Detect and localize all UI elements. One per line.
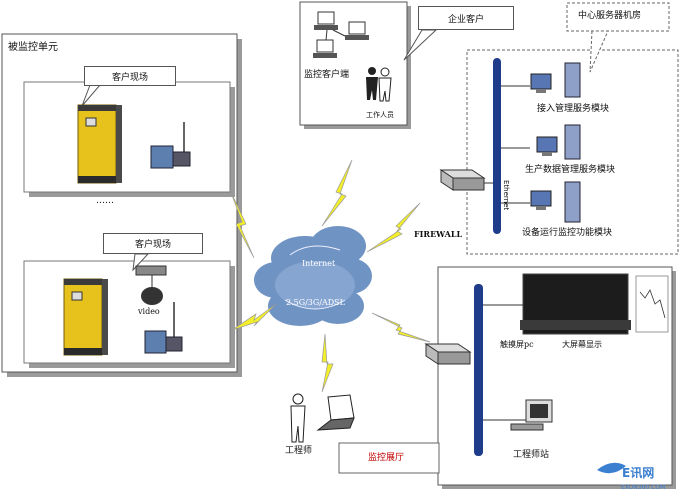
ethernet-bus-top bbox=[493, 58, 501, 234]
ups-cabinet-bottom-icon bbox=[63, 278, 108, 356]
data-center-callout-tail bbox=[589, 30, 609, 73]
server-module-1-icon bbox=[530, 62, 581, 98]
module-label-1: 接入管理服务模块 bbox=[537, 104, 610, 114]
control-hall-callout: 监控展厅 bbox=[368, 453, 405, 463]
cloud-label-internet: Internet bbox=[302, 259, 336, 268]
watermark-subtext: EXUN360.COM bbox=[621, 484, 666, 491]
ups-cabinet-top-icon bbox=[77, 104, 122, 184]
engineer-station-label: 工程师站 bbox=[513, 450, 550, 460]
cloud-label-access: 2.5G/3G/ADSL bbox=[286, 298, 345, 307]
firewall-router-icon bbox=[439, 169, 486, 191]
lightning-bolt-2 bbox=[231, 303, 277, 331]
enterprise-callout: 企业客户 bbox=[418, 6, 514, 30]
staff-people-icon bbox=[366, 67, 392, 102]
touch-pc-label: 触摸屏pc bbox=[500, 340, 534, 349]
site-bottom-frame bbox=[23, 260, 231, 364]
laptop-icon bbox=[316, 394, 355, 431]
engineer-label: 工程师 bbox=[285, 446, 313, 456]
camera-icon bbox=[135, 265, 167, 305]
watermark-text: E讯网 bbox=[622, 466, 655, 480]
site-top-callout: 客户现场 bbox=[84, 66, 176, 86]
server-module-2-icon bbox=[536, 124, 581, 160]
ethernet-label: Ethernet bbox=[502, 180, 510, 210]
engineer-station-icon bbox=[510, 399, 553, 431]
data-center-callout-label: 中心服务器机房 bbox=[578, 11, 642, 21]
client-computers-icon bbox=[313, 11, 369, 58]
firewall-label: FIREWALL bbox=[414, 229, 463, 239]
data-center-callout-box bbox=[566, 2, 670, 32]
engineer-person-icon bbox=[290, 393, 306, 443]
hall-router-icon bbox=[424, 343, 472, 365]
site-top-frame bbox=[23, 81, 231, 193]
monitored-unit-title: 被监控单元 bbox=[8, 42, 58, 53]
lightning-bolt-3 bbox=[321, 159, 353, 227]
trend-chart-icon bbox=[635, 275, 669, 333]
big-screen-label: 大屏幕显示 bbox=[562, 340, 602, 349]
control-hall-callout-box bbox=[338, 442, 440, 474]
site-bottom-callout: 客户现场 bbox=[103, 233, 203, 254]
big-screen-icon bbox=[520, 273, 631, 335]
camera-label: video bbox=[138, 307, 160, 316]
enterprise-callout-tail bbox=[403, 29, 438, 61]
lightning-bolt-4 bbox=[366, 202, 421, 253]
server-module-3-icon bbox=[530, 181, 581, 223]
ellipsis-text: …… bbox=[96, 196, 114, 206]
module-label-2: 生产数据管理服务模块 bbox=[525, 165, 616, 175]
wireless-modem-bottom-icon bbox=[144, 302, 183, 354]
watermark-logo-icon bbox=[597, 462, 626, 474]
lightning-bolt-6 bbox=[321, 333, 334, 393]
ethernet-bus-bottom bbox=[474, 284, 483, 456]
monitor-client-label: 监控客户端 bbox=[304, 70, 350, 80]
lightning-bolt-1 bbox=[229, 189, 255, 259]
internet-cloud-icon bbox=[254, 226, 372, 326]
staff-label: 工作人员 bbox=[366, 111, 394, 119]
lightning-bolt-5 bbox=[371, 312, 431, 343]
wireless-modem-top-icon bbox=[150, 122, 191, 169]
module-label-3: 设备运行监控功能模块 bbox=[522, 228, 613, 238]
client-panel bbox=[299, 1, 408, 126]
